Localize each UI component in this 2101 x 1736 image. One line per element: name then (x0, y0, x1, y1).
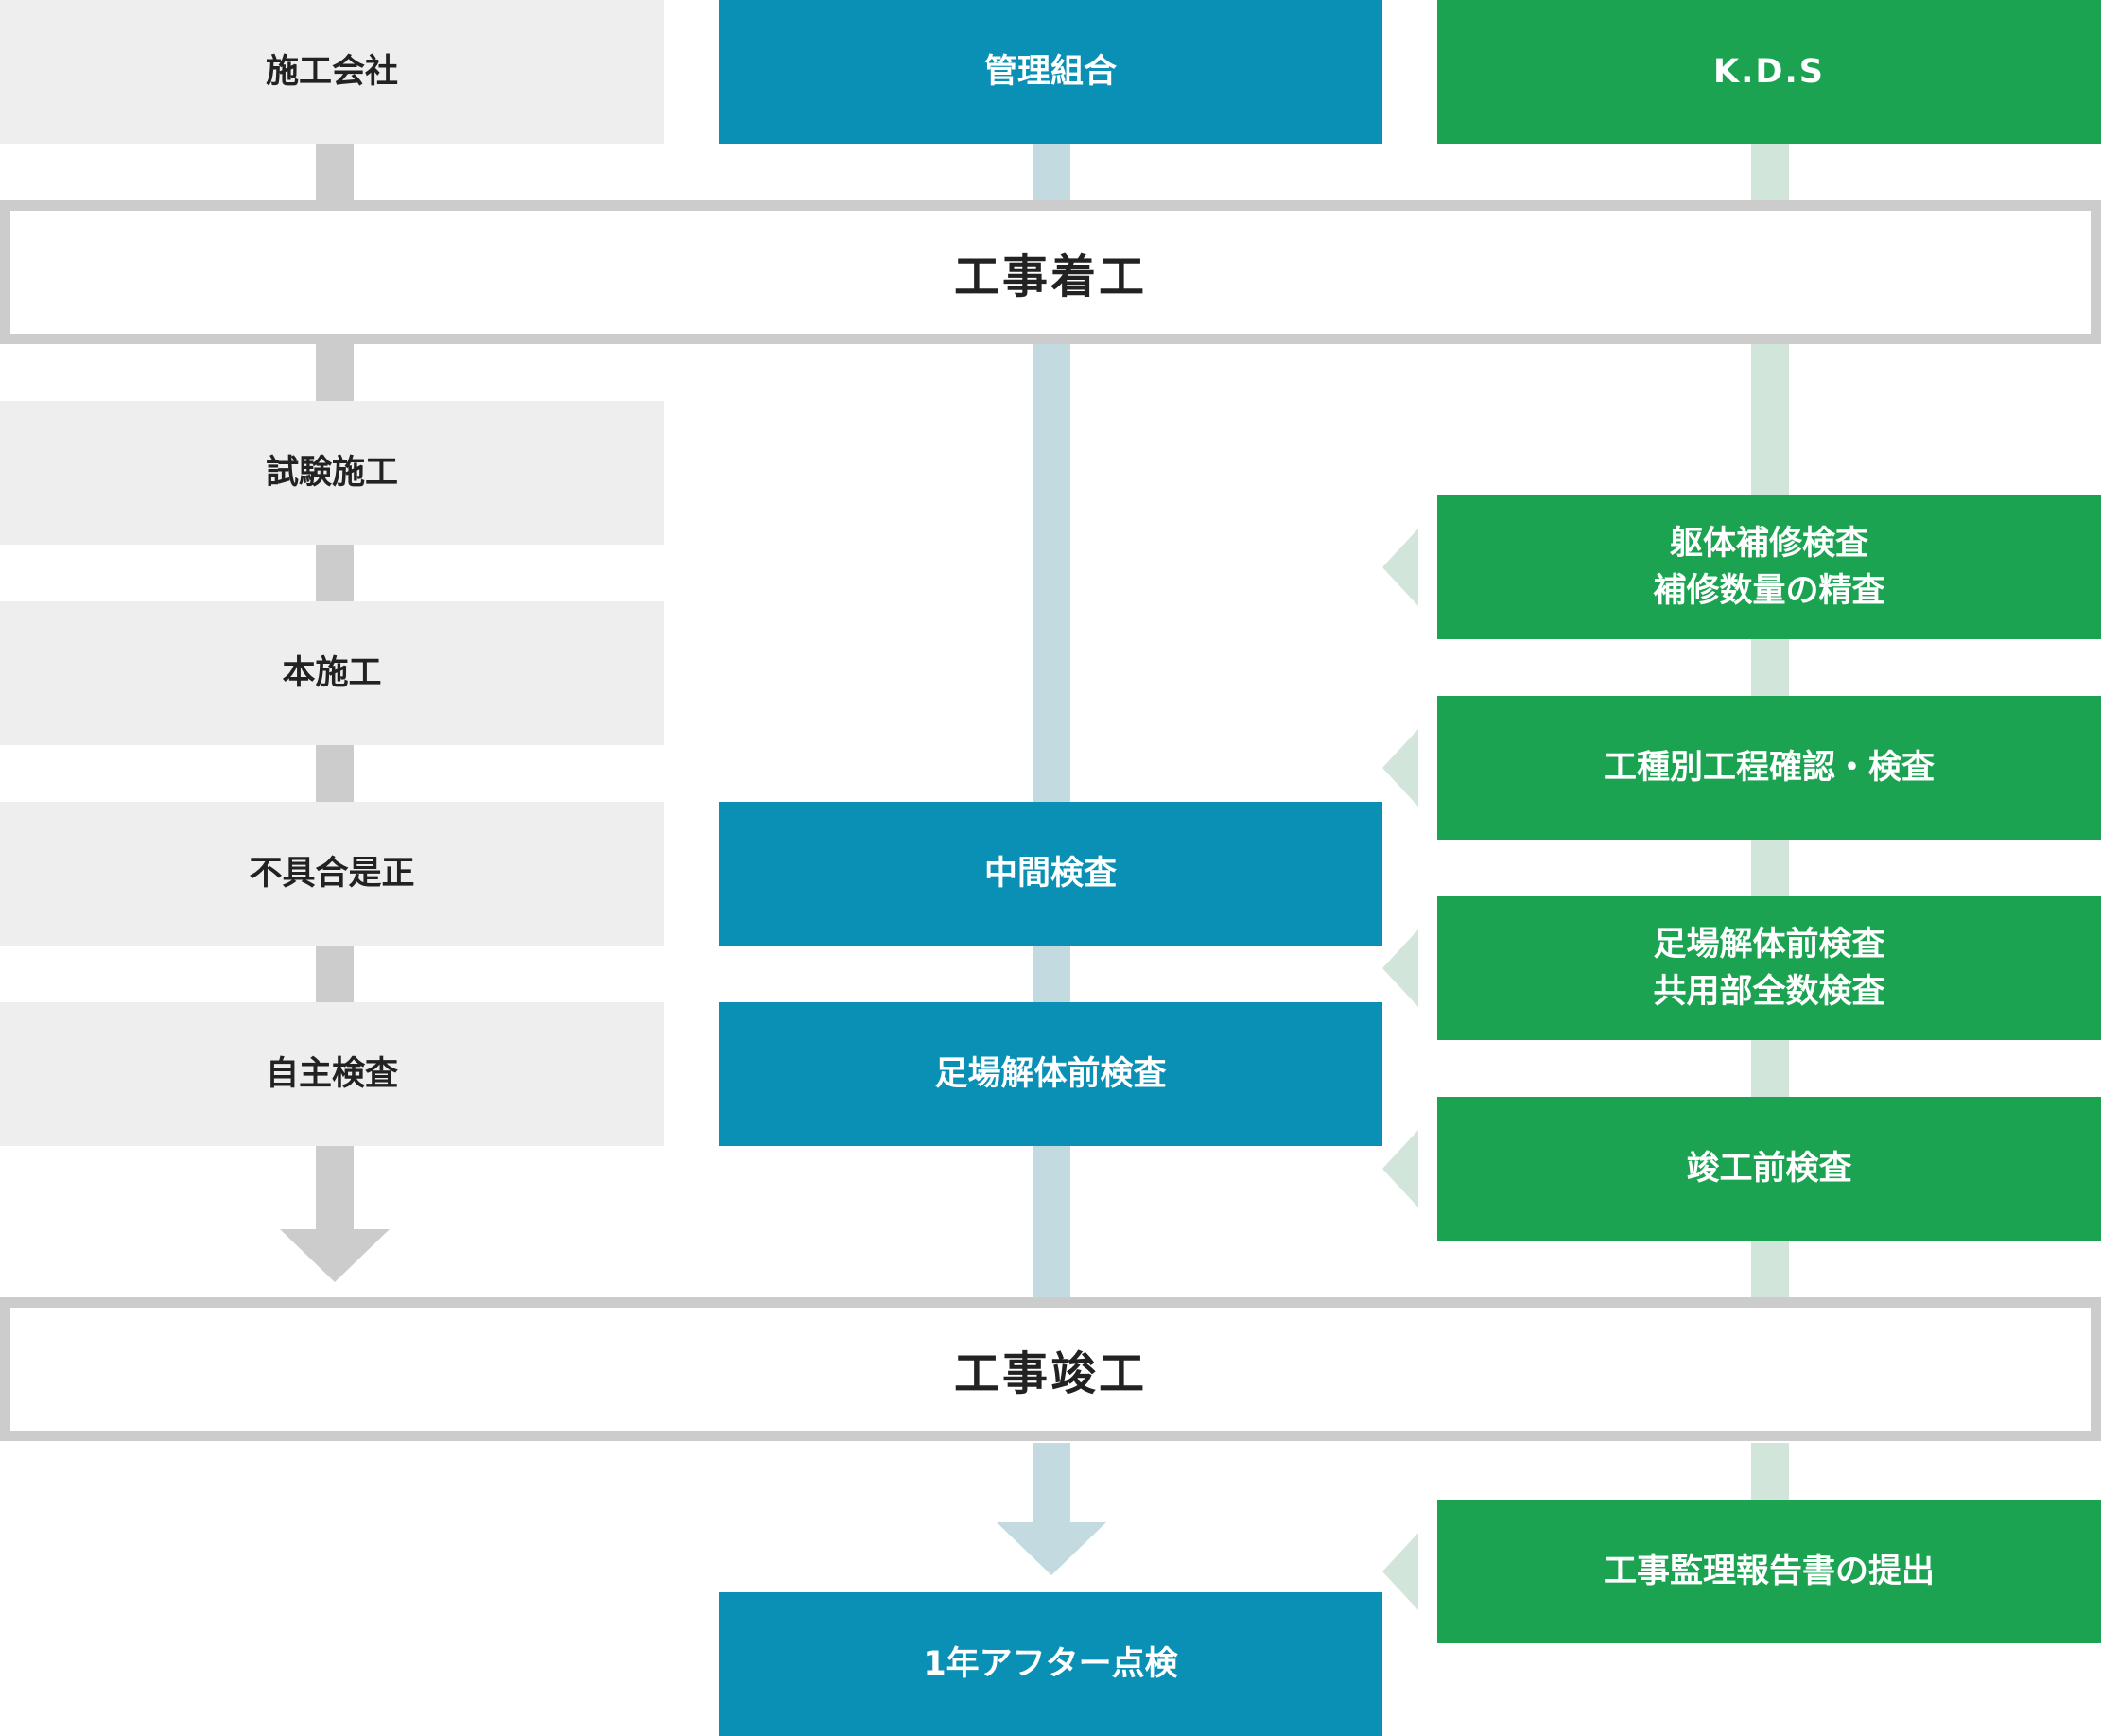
connector-contractor (316, 946, 354, 1002)
contractor-arrow-down (280, 1229, 390, 1282)
contractor-step-label: 自主検査 (265, 1055, 398, 1093)
connector-kds (1751, 144, 1789, 202)
association-arrow-down (997, 1522, 1106, 1575)
connector-contractor (316, 344, 354, 401)
connector-association (1033, 1146, 1070, 1299)
contractor-step-label: 試験施工 (265, 454, 398, 492)
banner-construction-complete: 工事竣工 (0, 1297, 2101, 1441)
kds-step-scaffold: 足場解体前検査 共用部全数検査 (1437, 896, 2101, 1040)
header-contractor-label: 施工会社 (265, 53, 398, 91)
kds-arrow-left (1382, 1130, 1418, 1207)
header-association: 管理組合 (719, 0, 1382, 144)
connector-kds (1751, 1241, 1789, 1299)
association-step-label: 足場解体前検査 (934, 1055, 1167, 1093)
header-kds: K.D.S (1437, 0, 2101, 144)
kds-step-label: 工種別工程確認・検査 (1603, 749, 1935, 787)
association-step-interim: 中間検査 (719, 802, 1382, 946)
connector-contractor (316, 545, 354, 601)
contractor-step-self-inspection: 自主検査 (0, 1002, 664, 1146)
connector-association (1033, 1443, 1070, 1522)
contractor-step-trial: 試験施工 (0, 401, 664, 545)
association-step-label: 1年アフター点検 (923, 1645, 1178, 1683)
header-contractor: 施工会社 (0, 0, 664, 144)
kds-step-label: 工事監理報告書の提出 (1603, 1553, 1935, 1590)
connector-association (1033, 946, 1070, 1002)
connector-association (1033, 144, 1070, 202)
connector-contractor (316, 1146, 354, 1231)
banner-construction-start-label: 工事着工 (953, 251, 1147, 304)
kds-step-structural: 躯体補修検査 補修数量の精査 (1437, 495, 2101, 639)
kds-arrow-left (1382, 529, 1418, 606)
header-association-label: 管理組合 (983, 53, 1117, 91)
contractor-step-label: 本施工 (282, 654, 382, 692)
contractor-step-label: 不具合是正 (249, 855, 415, 893)
kds-step-process-check: 工種別工程確認・検査 (1437, 696, 2101, 840)
association-step-label: 中間検査 (983, 855, 1117, 893)
contractor-step-main: 本施工 (0, 601, 664, 745)
connector-kds (1751, 639, 1789, 696)
kds-step-label: 躯体補修検査 補修数量の精査 (1653, 525, 1885, 610)
connector-association (1033, 344, 1070, 802)
banner-construction-start: 工事着工 (0, 200, 2101, 344)
connector-kds (1751, 344, 1789, 495)
connector-contractor (316, 144, 354, 202)
kds-arrow-left (1382, 929, 1418, 1007)
kds-step-pre-completion: 竣工前検査 (1437, 1097, 2101, 1241)
association-step-scaffold: 足場解体前検査 (719, 1002, 1382, 1146)
connector-kds (1751, 1040, 1789, 1097)
kds-step-label: 竣工前検査 (1686, 1150, 1852, 1188)
kds-step-report: 工事監理報告書の提出 (1437, 1500, 2101, 1643)
kds-arrow-left (1382, 729, 1418, 807)
contractor-step-defect-fix: 不具合是正 (0, 802, 664, 946)
connector-kds (1751, 1443, 1789, 1500)
header-kds-label: K.D.S (1713, 53, 1825, 91)
kds-step-label: 足場解体前検査 共用部全数検査 (1653, 926, 1885, 1011)
kds-arrow-left (1382, 1533, 1418, 1610)
connector-kds (1751, 840, 1789, 896)
banner-construction-complete-label: 工事竣工 (953, 1347, 1147, 1400)
connector-contractor (316, 745, 354, 802)
association-step-after-1yr: 1年アフター点検 (719, 1592, 1382, 1736)
